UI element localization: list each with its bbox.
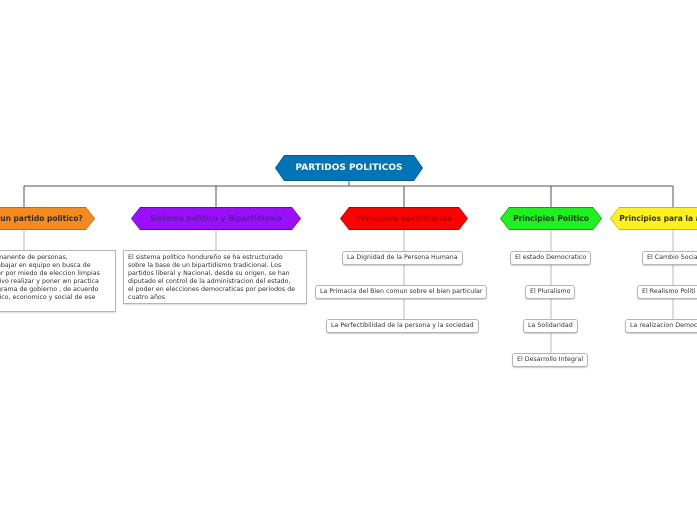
subtopic-dignidad-persona[interactable]: La Dignidad de la Persona Humana (342, 251, 463, 265)
note-partido-politico-definition[interactable]: manente de personas, abajar en equipo en… (0, 250, 116, 312)
topic-label: un partido politico? (0, 208, 94, 229)
subtopic-solidaridad[interactable]: La Solidaridad (523, 319, 578, 333)
root-topic-label: PARTIDOS POLITICOS (276, 156, 422, 180)
topic-principios-para-la-accion[interactable]: Principios para la a (610, 207, 697, 230)
subtopic-primacia-bien-comun[interactable]: La Primacia del Bien comun sobre el bien… (315, 285, 488, 299)
topic-label: Principios doctrinarios (341, 208, 467, 229)
note-sistema-politico[interactable]: El sistema político hondureño se ha estr… (123, 250, 307, 304)
topic-label: Principios Politico (501, 208, 601, 229)
subtopic-desarrollo-integral[interactable]: El Desarrollo Integral (512, 353, 589, 367)
subtopic-realizacion-democratica[interactable]: La realizacion Democ (625, 319, 697, 333)
topic-label: Sistema político y Bipartidismo (132, 208, 300, 229)
topic-que-es-un-partido-politico[interactable]: un partido politico? (0, 207, 95, 230)
subtopic-pluralismo[interactable]: El Pluralismo (525, 285, 576, 299)
subtopic-perfectibilidad[interactable]: La Perfectibilidad de la persona y la so… (326, 319, 479, 333)
subtopic-realismo-politico[interactable]: El Realismo Politi (637, 285, 697, 299)
root-topic[interactable]: PARTIDOS POLITICOS (275, 155, 423, 181)
subtopic-cambio-social[interactable]: El Cambio Social (642, 251, 697, 265)
subtopic-estado-democratico[interactable]: El estado Democratico (510, 251, 592, 265)
topic-sistema-politico-bipartidismo[interactable]: Sistema político y Bipartidismo (131, 207, 301, 230)
topic-principios-politico[interactable]: Principios Politico (500, 207, 602, 230)
topic-label: Principios para la a (611, 208, 697, 229)
topic-principios-doctrinarios[interactable]: Principios doctrinarios (340, 207, 468, 230)
